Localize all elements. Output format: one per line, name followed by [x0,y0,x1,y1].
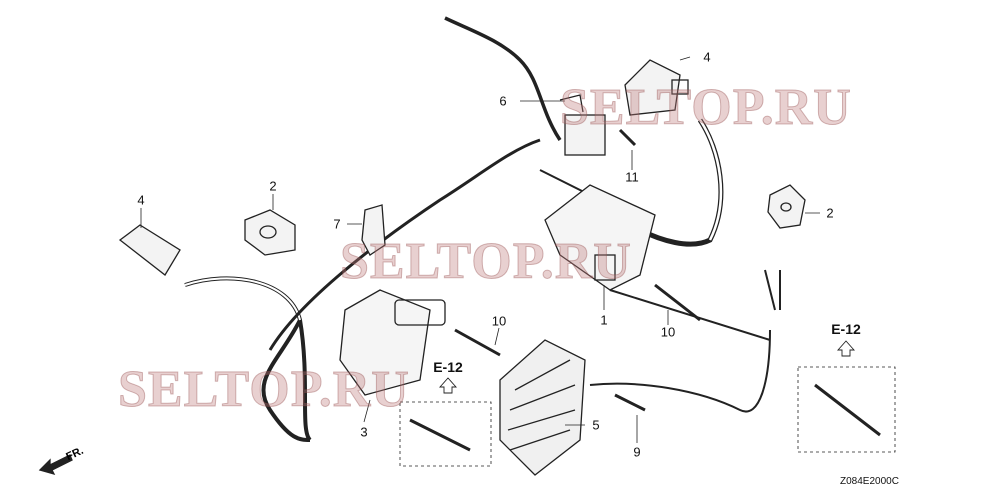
callout-4: 4 [703,49,711,65]
reference-e12-left[interactable]: E-12 [433,359,463,375]
clip-7 [361,204,386,256]
wire-upper [268,138,541,351]
watermark: SELTOP.RU [560,79,852,137]
ignition-coil-1 [544,184,656,291]
callout-6: 6 [499,93,507,109]
ignition-coil-3 [339,289,446,396]
callout-3: 3 [360,424,368,440]
callout-10: 10 [491,313,507,329]
diagram-code: Z084E2000C [840,476,899,487]
front-arrow-icon [38,454,73,476]
callout-10: 10 [660,324,676,340]
callout-4: 4 [137,192,145,208]
watermark: SELTOP.RU [118,361,410,419]
grommet-2-right [767,184,806,229]
regulator-5 [499,339,586,476]
arrow-up-icon [438,377,458,394]
spark-plug-cap-4-top [624,59,689,116]
arrow-up-icon [836,340,856,357]
callout-11: 11 [625,169,639,185]
callout-9: 9 [633,444,641,460]
bolts [409,128,881,452]
watermark: SELTOP.RU [340,233,632,291]
callout-2: 2 [269,178,277,194]
callout-2: 2 [826,205,834,221]
callout-1: 1 [600,312,608,328]
reference-e12-right[interactable]: E-12 [831,321,861,337]
callout-5: 5 [592,417,600,433]
spark-plug-cap-4-left [118,224,181,276]
condenser-6 [559,94,606,156]
callout-7: 7 [333,216,341,232]
grommet-2-left [244,209,296,256]
